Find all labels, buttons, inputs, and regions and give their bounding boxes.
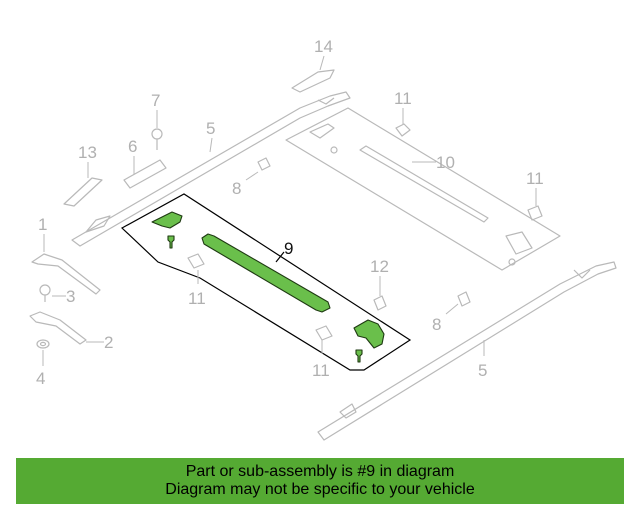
part-8-pin-upper: 8 — [232, 157, 271, 198]
callout-12: 12 — [370, 257, 389, 276]
part-9-left-bracket — [151, 211, 183, 229]
callout-4: 4 — [36, 369, 45, 388]
callout-11-right: 11 — [526, 169, 544, 188]
callout-5-lower: 5 — [478, 361, 487, 380]
banner-line-2: Diagram may not be specific to your vehi… — [165, 481, 475, 498]
callout-11-lower: 11 — [312, 361, 330, 380]
part-3-nut: 3 — [39, 284, 75, 306]
part-14-molding: 14 — [291, 37, 335, 93]
part-10-roof-panel: 10 — [285, 107, 561, 271]
parts-diagram: 14 5 10 11 11 7 — [29, 37, 617, 441]
part-9-left-screw — [167, 235, 175, 249]
callout-11-middle-left: 11 — [188, 289, 206, 308]
part-6-bracket: 6 — [123, 137, 167, 189]
part-11-clip-upper: 11 — [394, 89, 412, 137]
callout-5-upper: 5 — [206, 119, 215, 138]
part-9-right-bracket — [353, 319, 385, 349]
part-9-right-screw — [355, 349, 363, 363]
callout-13: 13 — [78, 143, 97, 162]
callout-3: 3 — [66, 287, 75, 306]
callout-8-upper: 8 — [232, 179, 241, 198]
callout-1: 1 — [38, 215, 47, 234]
part-5-right-rail: 5 — [317, 261, 617, 441]
part-2-bracket: 2 — [29, 311, 113, 352]
info-banner: Part or sub-assembly is #9 in diagram Di… — [16, 458, 624, 504]
banner-line-1: Part or sub-assembly is #9 in diagram — [185, 463, 455, 480]
callout-10: 10 — [436, 153, 455, 172]
callout-6: 6 — [128, 137, 137, 156]
part-8-pin-lower: 8 — [432, 291, 471, 334]
part-12-clip: 12 — [370, 257, 389, 311]
part-11-clip-middle-left: 11 — [187, 253, 206, 308]
callout-11-upper: 11 — [394, 89, 412, 108]
part-9-assembly: 9 — [120, 193, 412, 371]
callout-8-lower: 8 — [432, 315, 441, 334]
callout-14: 14 — [314, 37, 333, 56]
callout-9: 9 — [284, 239, 293, 258]
part-9-group-outline — [120, 193, 412, 371]
callout-7: 7 — [151, 91, 160, 110]
callout-2: 2 — [104, 333, 113, 352]
part-5-left-rail: 5 — [71, 91, 351, 247]
part-11-clip-right: 11 — [526, 169, 544, 221]
part-7-bolt: 7 — [151, 91, 163, 150]
part-4-grommet: 4 — [36, 339, 50, 388]
part-9-strip — [201, 233, 331, 313]
part-1-trim: 1 — [31, 215, 101, 295]
part-13-end-cap: 13 — [63, 143, 103, 207]
part-11-clip-lower: 11 — [312, 325, 333, 380]
